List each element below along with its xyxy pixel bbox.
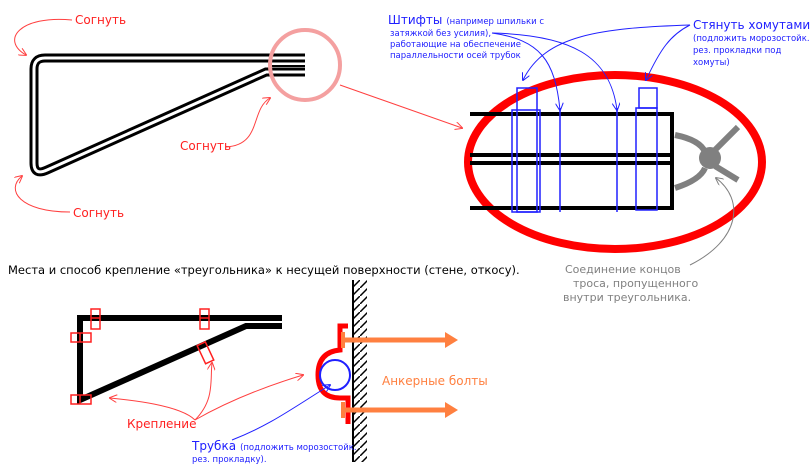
anchor-bolts	[341, 332, 458, 418]
svg-text:рез. прокладки под: рез. прокладки под	[693, 46, 781, 56]
tube-label: Трубка(подложить морозостойк.	[191, 439, 357, 453]
bend-label-bottom: Согнуть	[73, 206, 124, 220]
rope-joint	[674, 124, 741, 191]
mounted-triangle	[77, 315, 282, 405]
anchor-bolts-label: Анкерные болты	[382, 374, 488, 388]
detail-ellipse	[464, 71, 766, 253]
fastening-points	[70, 308, 215, 405]
tube-ends-detail	[470, 112, 674, 210]
pins-label: Штифты(например шпильки с	[388, 13, 544, 27]
tube-cross-section	[319, 359, 351, 391]
pins-and-clamps	[511, 87, 658, 213]
bend-label-middle: Согнуть	[180, 139, 231, 153]
clamps-label: Стянуть хомутами	[693, 18, 810, 32]
svg-text:затяжкой без усилия),: затяжкой без усилия),	[390, 29, 491, 39]
svg-text:внутри треугольника.: внутри треугольника.	[563, 291, 691, 304]
wall-hatch	[353, 280, 367, 462]
svg-text:(подложить морозостойк.: (подложить морозостойк.	[693, 34, 810, 44]
svg-text:хомуты): хомуты)	[693, 58, 730, 68]
bent-tube-triangle	[29, 53, 305, 177]
fastening-label: Крепление	[127, 417, 196, 431]
svg-text:параллельности осей трубок: параллельности осей трубок	[390, 51, 521, 61]
mounting-caption: Места и способ крепление «треугольника» …	[8, 263, 520, 277]
rope-joint-label: Соединение концов	[565, 263, 681, 276]
svg-text:рез. прокладку).: рез. прокладку).	[192, 455, 267, 465]
zoom-highlight-circle	[268, 28, 342, 102]
bend-label-top: Согнуть	[75, 13, 126, 27]
zoom-arrow	[339, 84, 462, 128]
svg-text:троса, пропущенного: троса, пропущенного	[573, 277, 699, 290]
bracket	[315, 323, 351, 424]
svg-text:работающие на обеспечение: работающие на обеспечение	[390, 40, 521, 50]
